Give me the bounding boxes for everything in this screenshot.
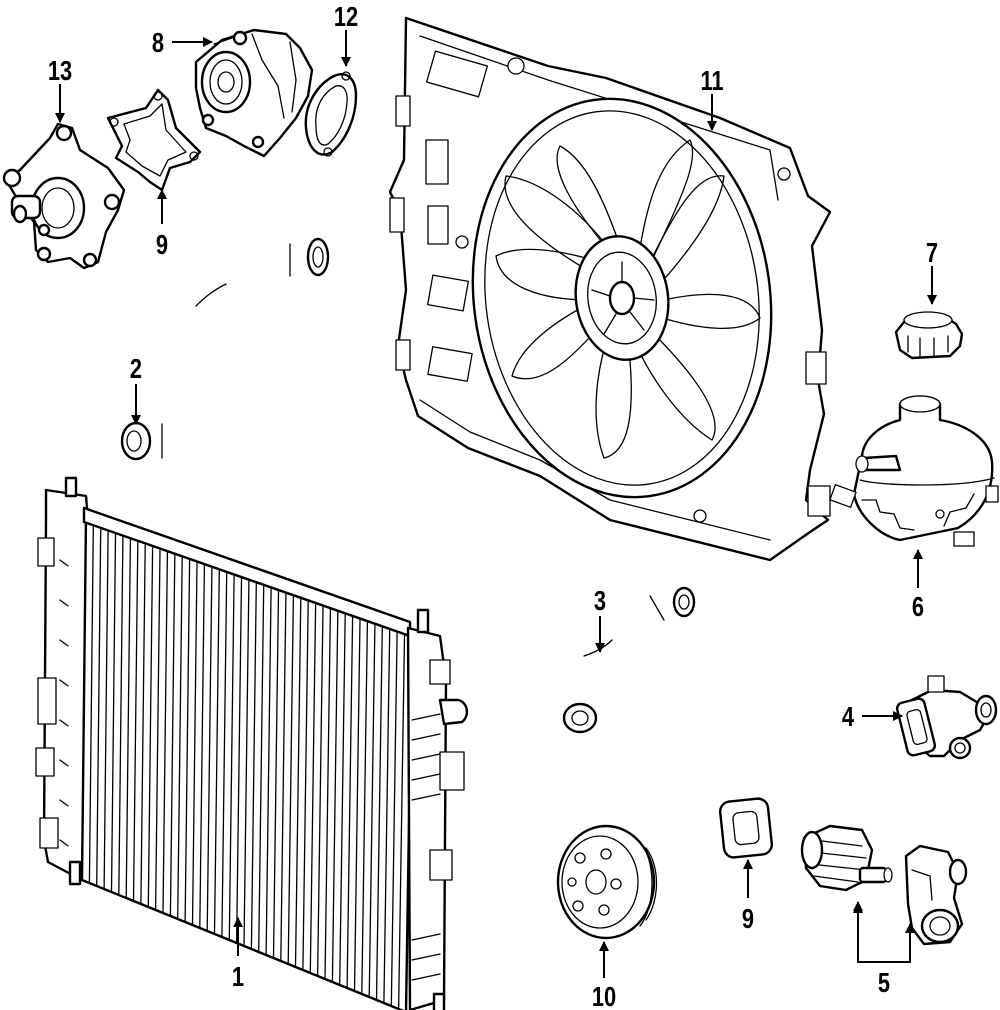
radiator-fin xyxy=(397,628,406,1010)
radiator-fin xyxy=(265,581,272,956)
radiator-fin xyxy=(221,565,228,938)
part-3-hose xyxy=(562,575,698,734)
radiator-fin xyxy=(243,573,250,947)
radiator-fin xyxy=(184,552,191,923)
leader-lines xyxy=(55,30,937,978)
radiator-fin xyxy=(272,583,280,959)
radiator-fin xyxy=(339,607,346,986)
callout-8: 8 xyxy=(152,27,164,58)
radiator-fin xyxy=(383,623,391,1004)
radiator-fin xyxy=(199,557,206,929)
radiator-fin xyxy=(309,597,317,974)
radiator-fin xyxy=(250,575,258,950)
part-12-gasket xyxy=(304,71,358,157)
callout-11: 11 xyxy=(700,65,723,96)
callout-7: 7 xyxy=(926,237,938,268)
callout-6: 6 xyxy=(912,591,924,622)
radiator-fin xyxy=(331,604,339,983)
part-8-housing xyxy=(194,28,314,158)
radiator-fins xyxy=(88,517,406,1010)
callout-2: 2 xyxy=(130,353,142,384)
radiator-fin xyxy=(235,570,243,944)
callout-9-lower: 9 xyxy=(742,903,754,934)
radiator-fin xyxy=(169,546,176,917)
radiator-fin xyxy=(287,589,295,965)
callout-5: 5 xyxy=(878,967,890,998)
part-6-reservoir xyxy=(829,395,999,547)
radiator-fin xyxy=(177,549,183,920)
part-7-cap xyxy=(894,311,964,360)
radiator-fin xyxy=(147,539,154,908)
radiator-fin xyxy=(125,531,132,899)
part-1-radiator xyxy=(35,476,469,1010)
radiator-fin xyxy=(361,615,369,995)
leader-5-bracket xyxy=(857,940,911,963)
radiator-fin xyxy=(132,533,139,902)
part-9-seal-lower xyxy=(718,797,774,859)
part-9-gasket-upper xyxy=(106,88,202,192)
radiator-fin xyxy=(110,525,117,893)
radiator-fin xyxy=(368,618,376,998)
part-4-outlet xyxy=(895,675,998,760)
part-11-fan-shroud xyxy=(388,16,832,562)
radiator-fin xyxy=(316,599,324,977)
radiator-fin xyxy=(228,568,235,941)
radiator-fin xyxy=(191,554,198,926)
radiator-fin xyxy=(154,541,161,911)
radiator-fin xyxy=(88,517,95,884)
radiator-fin xyxy=(324,602,332,980)
radiator-fin xyxy=(118,528,124,896)
callout-4: 4 xyxy=(842,701,854,732)
radiator-fin xyxy=(96,520,102,887)
radiator-fin xyxy=(302,594,309,971)
radiator-fin xyxy=(258,578,265,953)
radiator-fin xyxy=(206,560,213,932)
callout-numbers: 13 8 12 9 2 11 7 6 3 4 9 10 1 5 xyxy=(48,1,938,1010)
callout-12: 12 xyxy=(334,1,358,32)
radiator-fin xyxy=(375,620,384,1001)
part-5-thermostat xyxy=(800,824,968,946)
radiator-fin xyxy=(390,626,398,1007)
fan-blades xyxy=(495,139,761,459)
radiator-fin xyxy=(346,610,354,989)
callout-1: 1 xyxy=(232,961,244,992)
radiator-fin xyxy=(280,586,287,962)
callout-10: 10 xyxy=(592,981,616,1010)
radiator-fin xyxy=(162,544,169,914)
part-10-pulley xyxy=(556,824,658,940)
callout-13: 13 xyxy=(48,55,72,86)
radiator-fin xyxy=(213,562,221,935)
radiator-fin xyxy=(103,523,109,890)
radiator-fin xyxy=(353,612,361,992)
radiator-fin xyxy=(140,536,146,905)
callout-9-upper: 9 xyxy=(156,229,168,260)
radiator-fin xyxy=(294,591,302,968)
part-13-water-pump xyxy=(2,122,126,270)
callout-3: 3 xyxy=(594,585,606,616)
part-2-hose xyxy=(120,237,330,461)
